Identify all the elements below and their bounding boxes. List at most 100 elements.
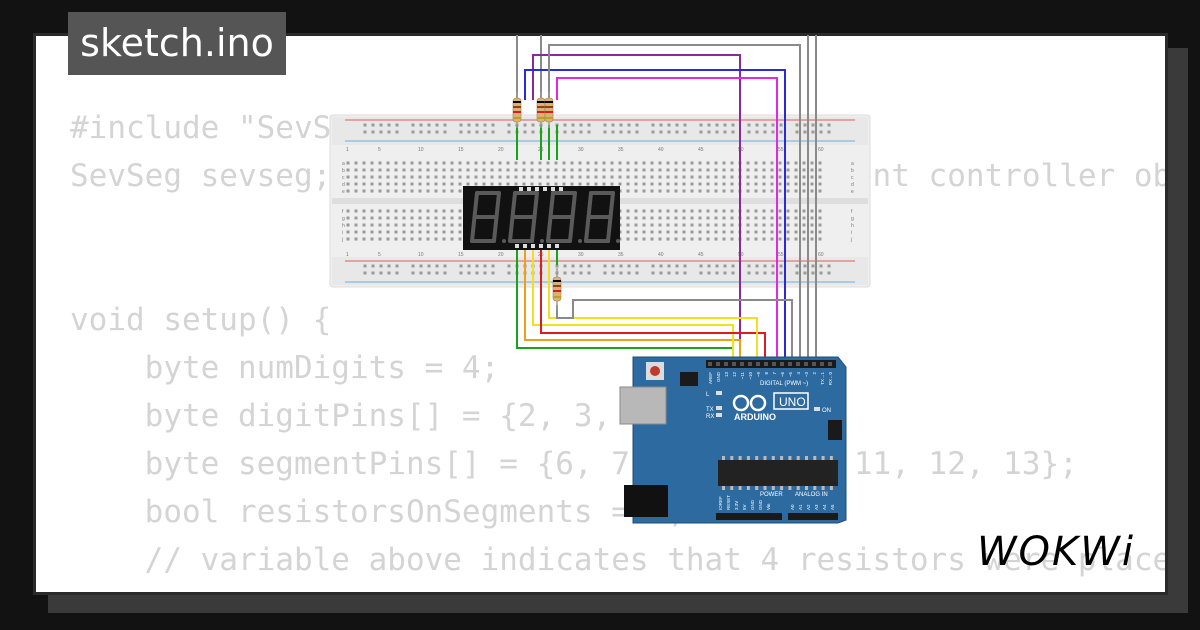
row-letter: d — [342, 182, 345, 188]
row-letter: g — [342, 216, 345, 222]
pin-label: A5 — [830, 504, 835, 510]
column-number: 60 — [818, 252, 824, 258]
resistor — [552, 268, 562, 310]
seven-segment-display — [463, 186, 620, 250]
arduino-brand: ARDUINO — [734, 412, 776, 422]
column-number: 45 — [698, 252, 704, 258]
pin-label: A3 — [814, 504, 819, 510]
pin-label: A1 — [798, 504, 803, 510]
pin-label: 12 — [732, 372, 737, 378]
usb-port — [619, 386, 667, 425]
reset-button-cap[interactable] — [650, 366, 660, 376]
row-letter: f — [851, 209, 853, 215]
wire-yellow-2 — [548, 248, 758, 362]
pin-label: GND — [750, 499, 755, 510]
status-led — [716, 406, 722, 410]
power-label: POWER — [760, 492, 783, 498]
wokwi-logo[interactable]: WOKWi — [975, 528, 1155, 574]
pin-label: RESET — [726, 495, 731, 510]
display-digit — [584, 191, 620, 243]
display-digit — [546, 191, 582, 243]
column-number: 35 — [618, 147, 624, 153]
pin-label: IOREF — [718, 496, 723, 510]
pin-label: 4 — [796, 372, 801, 375]
code-line: void setup() { — [70, 302, 332, 338]
column-number: 1 — [346, 147, 349, 153]
column-number: 1 — [346, 252, 349, 258]
file-tab[interactable]: sketch.ino — [68, 12, 286, 75]
column-number: 35 — [618, 252, 624, 258]
row-letter: b — [851, 168, 854, 174]
pin-label: 2 — [812, 372, 817, 375]
pin-label: ~10 — [748, 372, 753, 380]
display-digit — [508, 191, 544, 243]
power-jack — [624, 485, 668, 517]
pin-label: 8 — [764, 372, 769, 375]
resistor — [544, 92, 554, 128]
led-label: TX — [706, 407, 714, 413]
uno-badge-text: UNO — [779, 395, 806, 409]
row-letter: b — [342, 168, 345, 174]
column-number: 40 — [658, 252, 664, 258]
column-number: 40 — [658, 147, 664, 153]
row-letter: a — [342, 161, 345, 167]
status-led — [716, 391, 722, 395]
display-digit — [470, 191, 506, 243]
digital-header — [706, 360, 836, 368]
icsp-header — [680, 372, 698, 386]
wire-gray-3 — [548, 44, 801, 362]
row-letter: j — [850, 237, 852, 243]
row-letter: f — [342, 209, 344, 215]
pin-label: 13 — [724, 372, 729, 378]
row-letter: g — [851, 216, 854, 222]
column-number: 20 — [498, 147, 504, 153]
pin-label: ~6 — [780, 372, 785, 378]
resistor — [512, 92, 522, 128]
pin-label: AREF — [708, 372, 713, 384]
analog-header — [788, 513, 838, 520]
column-number: 60 — [818, 147, 824, 153]
row-letter: a — [851, 161, 854, 167]
on-led — [814, 407, 820, 411]
pin-label: ~3 — [804, 372, 809, 378]
row-letter: d — [851, 182, 854, 188]
pin-label: ~11 — [740, 372, 745, 380]
wires — [516, 35, 817, 362]
wire-red — [540, 248, 766, 362]
column-number: 30 — [578, 252, 584, 258]
wire-purple — [532, 54, 741, 362]
code-line: bool resistorsOnSegments = 0; — [70, 494, 686, 530]
led-label: RX — [706, 414, 714, 420]
row-letter: e — [851, 189, 854, 195]
analog-label: ANALOG IN — [795, 492, 828, 498]
row-letter: c — [342, 175, 345, 181]
pin-label: GND — [716, 371, 721, 382]
arduino-logo — [732, 394, 767, 412]
resistor — [536, 92, 546, 128]
digital-label: DIGITAL (PWM ~) — [760, 381, 808, 387]
pin-label: A2 — [806, 504, 811, 510]
pin-label: A4 — [822, 504, 827, 510]
pin-label: ~9 — [756, 372, 761, 378]
row-letter: i — [851, 230, 852, 236]
wire-gray-6 — [556, 299, 793, 362]
wire-blue — [524, 69, 786, 362]
column-number: 10 — [418, 147, 424, 153]
wire-yellow — [532, 248, 734, 362]
column-number: 20 — [498, 252, 504, 258]
wire-orange — [524, 248, 741, 362]
svg-text:WOKWi: WOKWi — [977, 529, 1135, 574]
row-letter: h — [342, 223, 345, 229]
pin-label: 3.3V — [734, 501, 739, 510]
column-number: 5 — [378, 147, 381, 153]
uno-badge — [773, 392, 809, 410]
pin-label: 7 — [772, 372, 777, 375]
row-letter: c — [851, 175, 854, 181]
column-number: 15 — [458, 147, 464, 153]
status-led — [716, 413, 722, 417]
on-label: ON — [822, 408, 831, 414]
pin-label: Vin — [766, 503, 771, 510]
pin-label: RX←0 — [828, 372, 833, 386]
